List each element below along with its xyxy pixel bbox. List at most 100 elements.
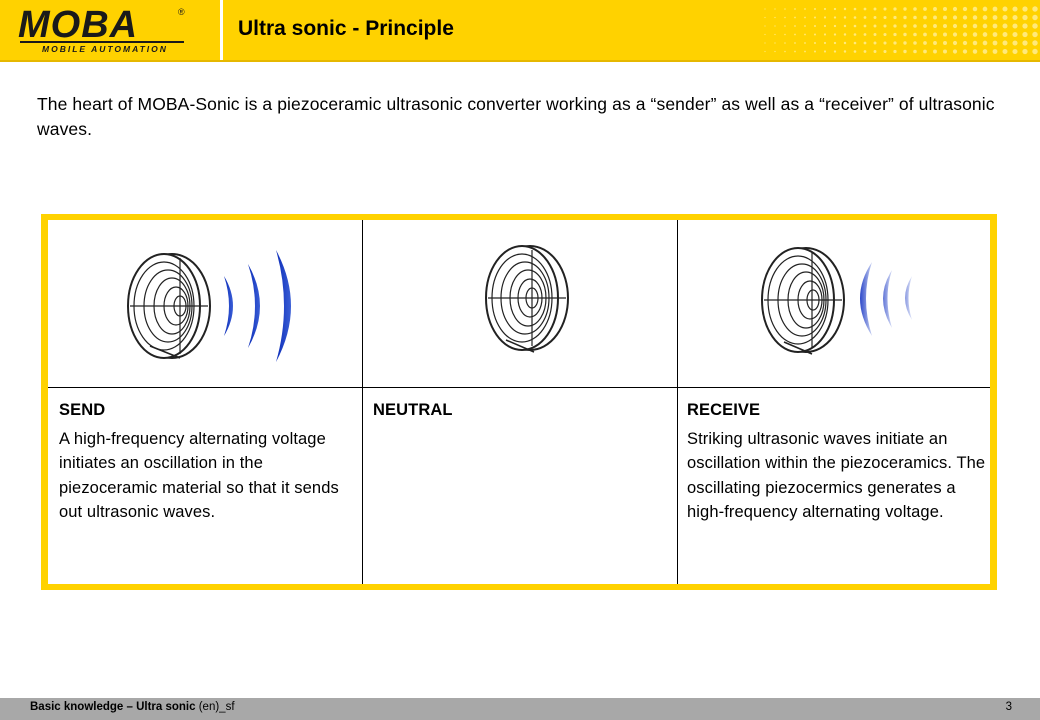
decorative-dot [764,42,766,44]
decorative-dot [1002,15,1008,20]
decorative-dot [873,41,877,45]
decorative-dot [952,40,958,46]
decorative-dot [863,41,867,45]
emitted-waves [224,250,291,362]
neutral-transducer-icon [485,245,569,353]
decorative-dot [1032,14,1038,21]
footer-label: Basic knowledge – Ultra sonic (en)_sf [30,701,235,713]
decorative-dot [1002,6,1008,12]
decorative-dot [982,23,988,29]
decorative-dot [794,50,796,53]
decorative-dot [992,6,998,12]
header-bar: MOBA ® MOBILE AUTOMATION Ultra sonic - P… [0,0,1040,60]
decorative-dot [843,33,847,36]
logo-registered-mark: ® [178,7,185,17]
header-underline [0,60,1040,62]
decorative-dot [1022,40,1028,46]
decorative-dot [923,15,927,20]
decorative-dot [784,8,786,10]
decorative-dot [933,41,937,45]
decorative-dot [833,41,837,45]
decorative-dot [962,40,968,46]
decorative-dot [942,6,948,12]
decorative-dot [972,40,978,46]
decorative-dot [804,50,806,53]
decorative-dot [992,23,998,29]
decorative-dot [873,7,877,11]
decorative-dot [804,8,806,10]
decorative-dot [962,15,968,20]
decorative-dot [982,6,988,12]
decorative-dot [883,41,887,45]
decorative-dot [833,7,837,11]
decorative-dot [962,6,968,12]
decorative-dot [982,15,988,20]
decorative-dot [863,50,867,53]
decorative-dot [843,7,847,11]
decorative-dot [893,49,897,54]
decorative-dot [823,24,827,28]
decorative-dot [992,49,998,54]
decorative-dot [873,16,877,19]
decorative-dot [903,32,907,37]
decorative-dot [893,15,897,20]
neutral-cell: NEUTRAL [373,398,673,427]
decorative-dot [923,7,927,11]
decorative-dot [972,6,978,12]
decorative-dot [873,50,877,53]
decorative-dot [853,16,857,19]
decorative-dot [774,33,776,36]
decorative-dot [942,23,948,29]
decorative-dot [962,32,968,37]
decorative-dot [823,41,827,45]
decorative-dot [903,41,907,45]
decorative-dot [992,40,998,46]
decorative-dot [883,15,887,20]
decorative-dot [982,40,988,46]
decorative-dot [784,42,786,44]
decorative-dot [933,24,937,28]
decorative-dot [893,24,897,28]
decorative-dot [1032,6,1038,12]
decorative-dot [843,41,847,45]
decorative-dot [933,49,937,54]
decorative-dot [863,24,867,28]
decorative-dot [903,24,907,28]
decorative-dot [1032,31,1038,38]
decorative-dot [893,41,897,45]
decorative-dot [784,33,786,36]
header-separator [220,0,223,60]
decorative-dot [814,50,816,53]
decorative-dot [774,42,776,44]
decorative-dot [972,23,978,29]
decorative-dot [972,32,978,37]
decorative-dot [843,16,847,19]
decorative-dot [952,23,958,29]
page-number: 3 [1005,701,1012,713]
decorative-dot [1002,49,1008,54]
decorative-dot [804,25,806,27]
decorative-dot [923,32,927,37]
transducer-disc [127,253,211,359]
decorative-dot [804,33,806,36]
decorative-dot [913,32,917,37]
column-divider [362,220,363,584]
decorative-dot [1002,23,1008,29]
decorative-dot [1022,23,1028,29]
decorative-dot [913,24,917,28]
decorative-dot [1022,6,1028,12]
decorative-dot [903,7,907,11]
send-description: A high-frequency alternating voltage ini… [59,429,339,522]
decorative-dot [764,16,766,19]
decorative-dot [774,8,776,10]
decorative-dot [972,49,978,54]
logo-subtitle: MOBILE AUTOMATION [42,44,168,54]
decorative-dot [923,41,927,45]
decorative-dot [992,15,998,20]
decorative-dot [913,7,917,11]
decorative-dot [1012,40,1018,46]
decorative-dot [814,42,816,44]
decorative-dot [913,49,917,54]
incoming-waves [860,262,912,336]
send-cell: SEND A high-frequency alternating voltag… [59,398,359,525]
